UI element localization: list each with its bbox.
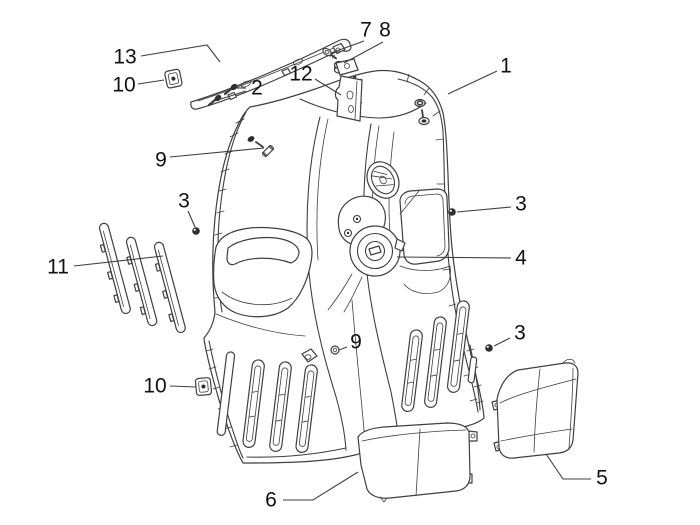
right-flap [399,188,451,294]
leader-line-12 [314,78,342,96]
callout-11: 11 [47,255,69,279]
part-9-screw-spacer [247,136,274,157]
leader-line-9 [169,147,265,158]
leader-line-3 [187,210,196,228]
callout-10: 10 [112,73,136,97]
leader-line-5 [545,453,591,480]
part-3-screw-bottom [485,344,493,352]
part-12-bracket [334,58,363,122]
leader-line-6 [283,471,359,501]
part-10-clip-top [164,68,183,89]
part-7-screw [322,47,338,60]
callout-12: 12 [289,62,313,86]
callout-1: 1 [500,54,512,78]
callout-9: 9 [350,330,362,354]
callout-3: 3 [178,189,190,213]
callout-8: 8 [379,18,391,42]
washer-screw-top-right [414,98,430,126]
part-3-nut-left [192,227,200,235]
floorboard-slots [216,300,478,453]
part-5-side-cover [491,358,579,459]
callout-7: 7 [360,18,372,42]
callout-6: 6 [265,488,277,512]
part-10-clip-bottom [194,377,213,397]
leader-line-2 [220,90,247,100]
leader-line-1 [447,70,498,95]
part-11-rub-strips [98,222,186,334]
callout-5: 5 [596,466,608,490]
callout-3: 3 [515,192,527,216]
leader-line-10 [137,79,165,85]
leader-line-4 [396,256,512,259]
leader-line-7 [330,40,365,54]
part-3-screw-right [448,208,456,216]
callout-2: 2 [251,76,263,100]
part-6-glove-box [357,422,478,503]
leader-line-13 [140,44,221,63]
leader-line-11 [73,255,164,267]
callout-13: 13 [113,45,137,69]
callout-9: 9 [155,148,167,172]
leader-line-3 [456,206,512,213]
part-4-lock [327,195,406,313]
callout-3: 3 [514,321,526,345]
leader-line-9 [338,346,348,351]
callout-4: 4 [515,246,527,270]
leader-line-10 [169,385,197,388]
leader-line-8 [343,41,384,64]
part-2-screws [207,83,238,107]
left-pocket [213,226,313,318]
horn-vent [366,161,400,199]
leader-line-3 [493,337,511,347]
callout-10: 10 [143,374,167,398]
